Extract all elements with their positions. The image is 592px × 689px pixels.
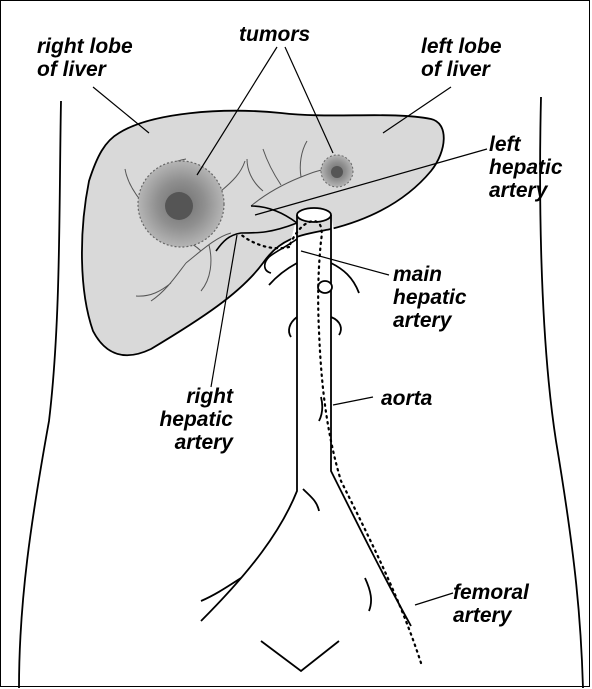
small-tumor [321, 155, 353, 187]
label-left-lobe-of-liver: left lobe of liver [421, 35, 502, 81]
groin-outline [261, 641, 339, 671]
label-line: of liver [37, 58, 133, 81]
label-femoral-artery: femoral artery [453, 581, 529, 627]
label-line: of liver [421, 58, 502, 81]
label-line: artery [489, 179, 563, 202]
label-line: left [489, 133, 563, 156]
label-line: artery [453, 604, 529, 627]
label-line: left lobe [421, 35, 502, 58]
label-line: artery [141, 431, 233, 454]
label-line: hepatic [141, 408, 233, 431]
label-line: hepatic [393, 286, 467, 309]
large-tumor [138, 161, 224, 247]
label-line: femoral [453, 581, 529, 604]
label-main-hepatic-artery: main hepatic artery [393, 263, 467, 332]
label-line: hepatic [489, 156, 563, 179]
label-right-lobe-of-liver: right lobe of liver [37, 35, 133, 81]
label-tumors: tumors [239, 23, 310, 46]
label-line: right lobe [37, 35, 133, 58]
liver [82, 111, 444, 355]
label-right-hepatic-artery: right hepatic artery [141, 385, 233, 454]
label-line: main [393, 263, 467, 286]
label-line: right [141, 385, 233, 408]
label-left-hepatic-artery: left hepatic artery [489, 133, 563, 202]
label-aorta: aorta [381, 387, 432, 410]
label-line: artery [393, 309, 467, 332]
left-torso-outline [19, 101, 61, 688]
